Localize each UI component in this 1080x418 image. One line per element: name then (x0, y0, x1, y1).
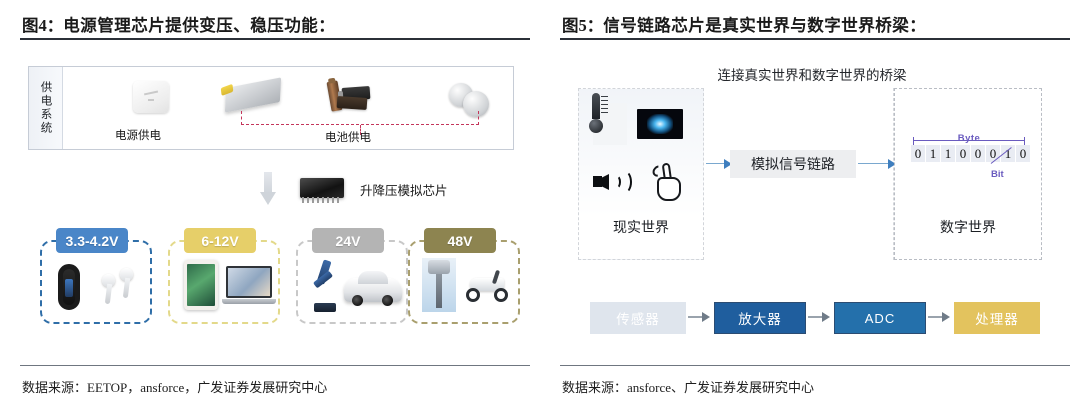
battery-group-bracket (241, 111, 479, 125)
analog-chain-column (704, 88, 894, 260)
bit-label: Bit (991, 169, 1004, 180)
figure-4-number: 图4： (22, 16, 64, 35)
figure-4-source: 数据来源：EETOP，ansforce，广发证券发展研究中心 (22, 380, 328, 395)
arrow-head-icon (822, 312, 830, 322)
flow-arrow (928, 316, 944, 318)
smart-band-icon (58, 264, 80, 310)
mains-power-caption: 电源供电 (115, 130, 161, 142)
voltage-badge: 3.3-4.2V (56, 228, 128, 253)
car-icon (344, 271, 402, 306)
arrow-head-icon (888, 159, 896, 169)
figure-5-number: 图5： (562, 16, 604, 35)
power-supply-system-label-text: 供电系统 (39, 81, 52, 135)
bit-sequence: 0 1 1 0 0 0 1 0 (911, 145, 1031, 162)
laptop-icon (222, 266, 276, 304)
figure-5-title-text: 信号链路芯片是真实世界与数字世界桥梁： (603, 16, 927, 35)
flow-box-processor: 处理器 (954, 302, 1040, 334)
robot-arm-icon (310, 259, 340, 312)
bit-cell: 0 (1016, 145, 1030, 162)
voltage-badge: 6-12V (184, 228, 256, 253)
voltage-badge: 48V (424, 228, 496, 253)
world-bridge-diagram: 现实世界 模拟信号链路 Byte 0 1 1 0 0 (578, 88, 1042, 260)
flow-box-adc: ADC (834, 302, 926, 334)
power-adapter-icon (133, 81, 169, 113)
bit-cell: 1 (926, 145, 940, 162)
battery-power-caption: 电池供电 (325, 132, 371, 144)
voltage-badge: 24V (312, 228, 384, 253)
coin-cell-icon (463, 91, 489, 117)
flow-arrow (808, 316, 824, 318)
real-world-column: 现实世界 (578, 88, 704, 260)
figure-4-panel: 图4：电源管理芯片提供变压、稳压功能： 供电系统 电源供电 电池供电 升降压模拟… (12, 0, 532, 418)
led-light-icon (637, 109, 683, 139)
figure-5-bottom-rule (560, 364, 1070, 366)
flow-box-sensor: 传感器 (590, 302, 686, 334)
earbuds-icon (102, 274, 115, 287)
battery-group-bracket-stem (360, 125, 361, 135)
voltage-group-6-12v: 6-12V (168, 228, 280, 324)
bit-cell: 0 (971, 145, 985, 162)
ic-chip-icon (300, 178, 344, 203)
lipo-battery-icon (224, 77, 282, 113)
aa-battery-icon (336, 95, 368, 111)
figure-4-title: 图4：电源管理芯片提供变压、稳压功能： (22, 12, 528, 36)
flow-box-amplifier: 放大器 (714, 302, 806, 334)
power-supply-system-box: 供电系统 电源供电 电池供电 (28, 66, 514, 150)
buck-boost-chip-caption: 升降压模拟芯片 (360, 184, 448, 198)
voltage-group-48v: 48V (408, 228, 520, 324)
flow-arrow (688, 316, 704, 318)
earbuds-stem-icon (104, 283, 113, 305)
figure-4-top-rule (20, 38, 530, 40)
figure-5-source: 数据来源：ansforce、广发证券发展研究中心 (562, 380, 815, 395)
bit-cell: 0 (911, 145, 925, 162)
touch-hand-icon (650, 161, 687, 203)
signal-chain-flow: 传感器 放大器 ADC 处理器 (590, 302, 1040, 336)
bit-cell: 0 (986, 145, 1000, 162)
figure-5-panel: 图5：信号链路芯片是真实世界与数字世界桥梁： 连接真实世界和数字世界的桥梁 现实… (552, 0, 1072, 418)
charging-pile-icon (422, 258, 456, 312)
arrow-real-to-chain (706, 163, 728, 165)
digital-world-column: Byte 0 1 1 0 0 0 1 0 Bit 数字世界 (894, 88, 1042, 260)
arrow-head-icon (702, 312, 710, 322)
arrow-chain-to-digital (858, 163, 892, 165)
bridge-caption: 连接真实世界和数字世界的桥梁 (717, 68, 907, 83)
real-world-label: 现实世界 (613, 221, 669, 236)
power-supply-system-label: 供电系统 (29, 67, 63, 149)
byte-span-rule (913, 136, 1025, 146)
figure-4-title-text: 电源管理芯片提供变压、稳压功能： (63, 16, 336, 35)
down-arrow-icon (260, 172, 276, 206)
byte-label: Byte (957, 133, 981, 144)
figure-5-top-rule (560, 38, 1070, 40)
bit-cell: 1 (1001, 145, 1015, 162)
arrow-head-icon (724, 159, 732, 169)
figure-4-bottom-rule (20, 364, 530, 366)
voltage-group-24v: 24V (296, 228, 408, 324)
earbuds-stem-icon (122, 277, 131, 299)
bit-cell: 0 (956, 145, 970, 162)
speaker-icon (593, 165, 637, 199)
e-scooter-icon (464, 269, 514, 304)
voltage-group-3.3-4.2v: 3.3-4.2V (40, 228, 152, 324)
tablet-icon (184, 260, 218, 310)
arrow-head-icon (942, 312, 950, 322)
analog-signal-chain-box: 模拟信号链路 (730, 150, 856, 178)
digital-world-label: 数字世界 (940, 221, 996, 236)
bit-cell: 1 (941, 145, 955, 162)
earbuds-icon (120, 268, 133, 281)
figure-5-title: 图5：信号链路芯片是真实世界与数字世界桥梁： (562, 12, 1068, 36)
thermometer-icon (589, 93, 608, 133)
